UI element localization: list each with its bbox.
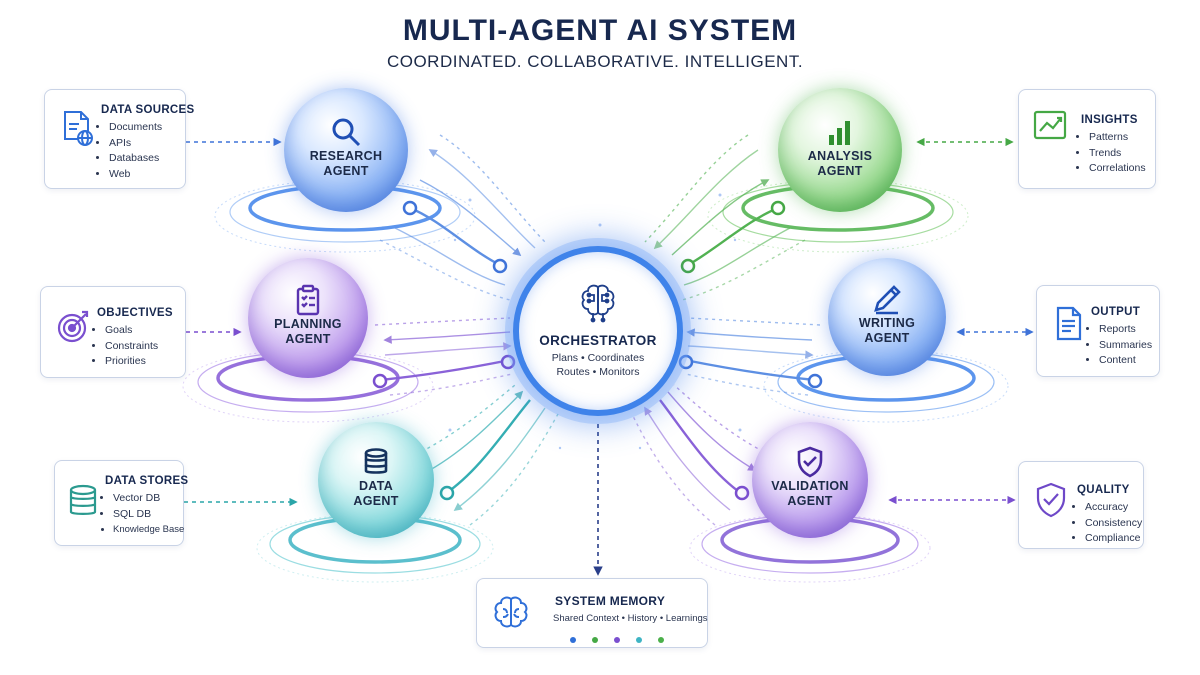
- info-box-list: Documents APIs Databases Web: [97, 120, 162, 182]
- list-item: Accuracy: [1085, 500, 1142, 516]
- info-box-title: QUALITY: [1077, 484, 1130, 496]
- info-box-output: OUTPUT Reports Summaries Content: [1036, 285, 1160, 377]
- info-box-data-sources: DATA SOURCES Documents APIs Databases We…: [44, 89, 194, 189]
- memory-dot: [636, 637, 642, 643]
- list-item: Databases: [109, 151, 162, 167]
- list-item: Consistency: [1085, 516, 1142, 532]
- document-globe-icon: [57, 108, 97, 148]
- trend-chart-icon: [1031, 106, 1071, 146]
- bar-chart-icon: [823, 115, 857, 149]
- info-box-objectives: OBJECTIVES Goals Constraints Priorities: [40, 286, 186, 378]
- list-item: Content: [1099, 353, 1152, 369]
- list-item: Patterns: [1089, 130, 1146, 146]
- list-item: APIs: [109, 136, 162, 152]
- flow-validation-orchestrator: [631, 384, 771, 526]
- flow-analysis-orchestrator: [644, 134, 806, 301]
- list-item: Reports: [1099, 322, 1152, 338]
- flow-research-orchestrator: [379, 134, 546, 301]
- target-icon: [53, 307, 93, 347]
- list-item: Summaries: [1099, 338, 1152, 354]
- orchestrator-hub[interactable]: ORCHESTRATOR Plans • Coordinates Routes …: [513, 246, 683, 416]
- memory-title: SYSTEM MEMORY: [555, 594, 666, 608]
- info-box-quality: QUALITY Accuracy Consistency Compliance: [1018, 461, 1144, 549]
- clipboard-icon: [291, 283, 325, 317]
- flow-planning-orchestrator: [374, 317, 513, 396]
- list-item: Documents: [109, 120, 162, 136]
- info-box-list: Accuracy Consistency Compliance: [1073, 500, 1142, 547]
- flow-writing-orchestrator: [684, 317, 821, 396]
- info-box-list: Goals Constraints Priorities: [93, 323, 158, 370]
- memory-dot: [658, 637, 664, 643]
- connector-nodes: [372, 200, 823, 501]
- flow-data-orchestrator: [414, 384, 559, 526]
- memory-dot: [614, 637, 620, 643]
- page-title: MULTI-AGENT AI SYSTEM: [402, 14, 798, 47]
- memory-subtitle: Shared Context • History • Learnings: [553, 613, 708, 624]
- shield-check-icon: [793, 445, 827, 479]
- info-box-list: Vector DB SQL DB Knowledge Base: [101, 491, 184, 538]
- brain-icon: [491, 593, 531, 633]
- info-box-list: Patterns Trends Correlations: [1077, 130, 1146, 177]
- info-box-insights: INSIGHTS Patterns Trends Correlations: [1018, 89, 1156, 189]
- list-item: Goals: [105, 323, 158, 339]
- sparkle-particles: [448, 193, 742, 450]
- info-box-title: DATA SOURCES: [101, 104, 195, 116]
- database-icon: [359, 445, 393, 479]
- list-item: Web: [109, 167, 162, 183]
- list-item: Trends: [1089, 146, 1146, 162]
- list-item: Knowledge Base: [113, 522, 184, 538]
- pen-icon: [870, 282, 904, 316]
- magnifier-icon: [329, 115, 363, 149]
- info-box-title: INSIGHTS: [1081, 114, 1138, 126]
- info-box-title: OBJECTIVES: [97, 307, 173, 319]
- memory-dots: [570, 630, 680, 643]
- orchestrator-title: ORCHESTRATOR: [539, 332, 657, 348]
- memory-dot: [570, 637, 576, 643]
- list-item: Priorities: [105, 354, 158, 370]
- page-subtitle: COORDINATED. COLLABORATIVE. INTELLIGENT.: [386, 52, 804, 71]
- list-item: Vector DB: [113, 491, 184, 507]
- document-icon: [1049, 304, 1089, 344]
- info-box-data-stores: DATA STORES Vector DB SQL DB Knowledge B…: [54, 460, 188, 546]
- info-box-title: OUTPUT: [1091, 306, 1141, 318]
- list-item: Compliance: [1085, 531, 1142, 547]
- brain-circuit-icon: [577, 281, 619, 323]
- list-item: Constraints: [105, 339, 158, 355]
- shield-check-icon: [1031, 480, 1071, 520]
- list-item: SQL DB: [113, 507, 184, 523]
- info-box-list: Reports Summaries Content: [1087, 322, 1152, 369]
- database-icon: [63, 481, 103, 521]
- info-box-title: DATA STORES: [105, 475, 189, 487]
- orchestrator-line2: Routes • Monitors: [556, 365, 640, 378]
- orchestrator-line1: Plans • Coordinates: [551, 351, 645, 364]
- system-memory-box: SYSTEM MEMORY Shared Context • History •…: [476, 578, 708, 648]
- list-item: Correlations: [1089, 161, 1146, 177]
- memory-dot: [592, 637, 598, 643]
